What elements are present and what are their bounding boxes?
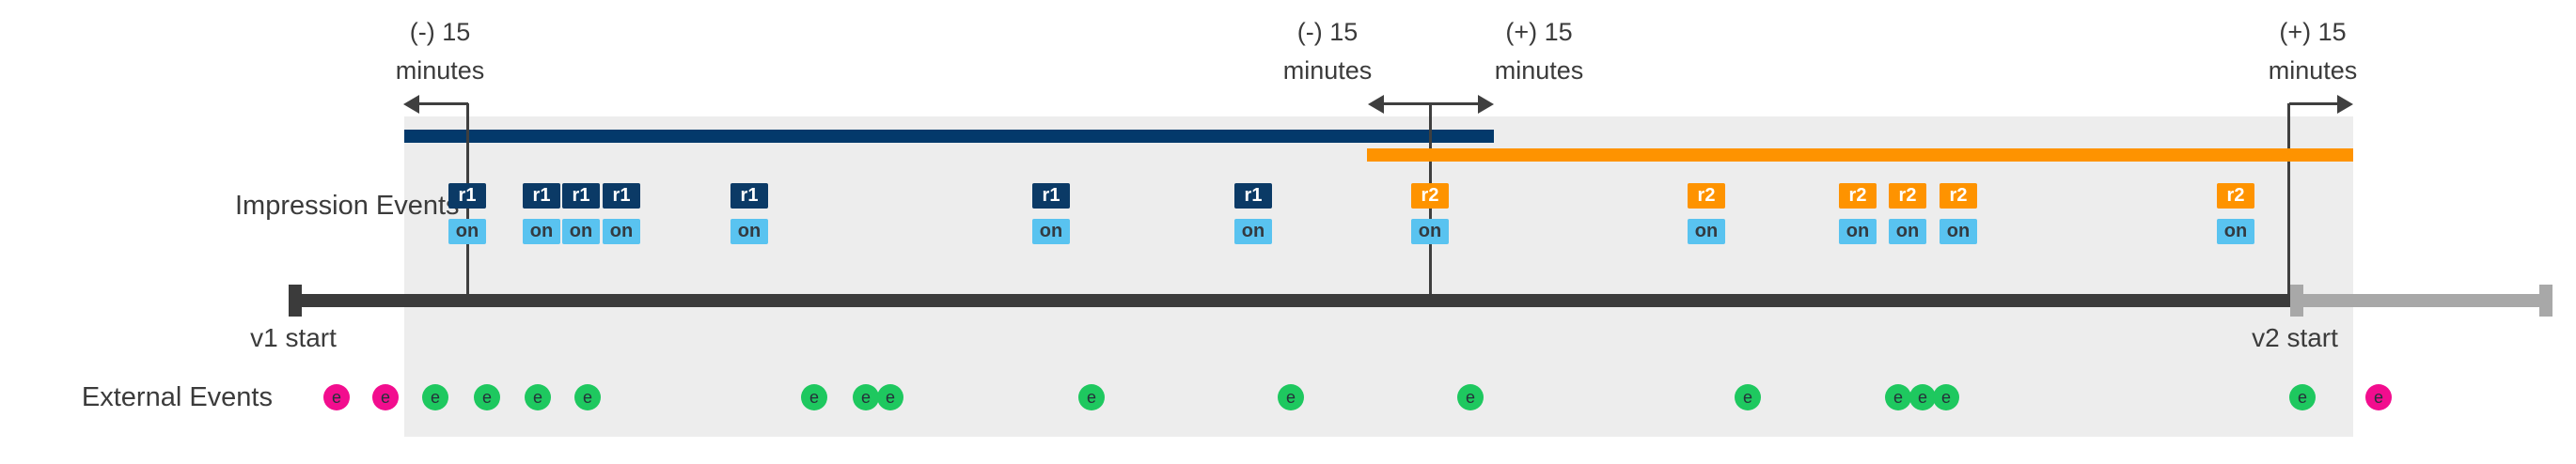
impression-event: r2 on xyxy=(1411,183,1449,244)
impression-on-box: on xyxy=(2217,219,2254,244)
external-event-dot: e xyxy=(422,384,448,410)
impression-event: r1 on xyxy=(448,183,486,244)
minutes-annotation-sign: (-) 15 xyxy=(1296,18,1359,46)
v2-start-cap xyxy=(2290,285,2303,317)
reward-version-box: r2 xyxy=(1688,183,1725,209)
external-event-dot: e xyxy=(574,384,601,410)
impression-on-box: on xyxy=(1032,219,1070,244)
external-event-dot: e xyxy=(474,384,500,410)
impression-event: r1 on xyxy=(523,183,560,244)
impression-event: r2 on xyxy=(1688,183,1725,244)
impression-on-box: on xyxy=(1839,219,1877,244)
impression-on-box: on xyxy=(523,219,560,244)
reward-version-box: r1 xyxy=(562,183,600,209)
reward-version-box: r1 xyxy=(1234,183,1272,209)
minutes-annotation-unit: minutes xyxy=(1494,56,1584,85)
right-arrowhead-icon xyxy=(2337,95,2353,114)
impression-on-box: on xyxy=(730,219,768,244)
external-event-dot: e xyxy=(1933,384,1959,410)
mid-right-arrowhead-icon xyxy=(1478,95,1494,114)
minutes-annotation-unit: minutes xyxy=(1282,56,1373,85)
v2-timeline-bar xyxy=(2291,294,2548,307)
impression-event: r2 on xyxy=(2217,183,2254,244)
impression-on-box: on xyxy=(1889,219,1926,244)
reward-version-box: r1 xyxy=(1032,183,1070,209)
reward-version-box: r2 xyxy=(1411,183,1449,209)
impression-on-box: on xyxy=(603,219,640,244)
minutes-annotation: (+) 15 minutes xyxy=(2200,13,2426,90)
impression-event: r1 on xyxy=(1032,183,1070,244)
impression-event: r1 on xyxy=(1234,183,1272,244)
external-event-dot: e xyxy=(525,384,551,410)
minutes-annotation-sign: (+) 15 xyxy=(2279,18,2347,46)
analysis-window-panel xyxy=(404,116,2353,437)
external-event-dot: e xyxy=(1078,384,1105,410)
v2-start-label: v2 start xyxy=(2252,323,2338,352)
impression-event: r1 on xyxy=(603,183,640,244)
impression-on-box: on xyxy=(448,219,486,244)
v2-end-cap xyxy=(2539,285,2552,317)
external-event-dot: e xyxy=(1735,384,1761,410)
impression-event: r2 on xyxy=(1839,183,1877,244)
impression-event: r2 on xyxy=(1889,183,1926,244)
minutes-annotation-sign: (+) 15 xyxy=(1505,18,1573,46)
reward-version-box: r1 xyxy=(523,183,560,209)
impression-event: r1 on xyxy=(730,183,768,244)
impression-event: r1 on xyxy=(562,183,600,244)
impression-event: r2 on xyxy=(1940,183,1977,244)
left-arrowhead-icon xyxy=(403,95,419,114)
external-event-dot: e xyxy=(323,384,350,410)
minutes-annotation-unit: minutes xyxy=(395,56,485,85)
external-event-dot: e xyxy=(372,384,399,410)
external-event-dot: e xyxy=(1909,384,1936,410)
external-events-label: External Events xyxy=(81,382,273,412)
external-event-dot: e xyxy=(1885,384,1911,410)
external-event-dot: e xyxy=(853,384,879,410)
reward-version-box: r1 xyxy=(730,183,768,209)
impression-events-label: Impression Events xyxy=(235,191,460,221)
minus-15-arrow-line xyxy=(416,102,468,105)
v1-timeline-bar xyxy=(289,294,2291,307)
impression-on-box: on xyxy=(562,219,600,244)
impression-on-box: on xyxy=(1940,219,1977,244)
v1-start-label: v1 start xyxy=(250,323,337,352)
minutes-annotation: (-) 15 minutes xyxy=(327,13,553,90)
reward-version-box: r2 xyxy=(1839,183,1877,209)
reward-version-box: r2 xyxy=(2217,183,2254,209)
impression-on-box: on xyxy=(1411,219,1449,244)
external-event-dot: e xyxy=(2365,384,2392,410)
minutes-annotation: (+) 15 minutes xyxy=(1426,13,1652,90)
external-event-dot: e xyxy=(801,384,827,410)
plus-15-arrow-line xyxy=(2289,102,2341,105)
v2-experiment-duration-bar xyxy=(1367,148,2353,162)
impression-on-box: on xyxy=(1688,219,1725,244)
plus-minus-15-arrow-line xyxy=(1380,102,1482,105)
external-event-dot: e xyxy=(1278,384,1304,410)
minutes-annotation: (-) 15 minutes xyxy=(1215,13,1440,90)
external-event-dot: e xyxy=(877,384,903,410)
mid-left-arrowhead-icon xyxy=(1368,95,1384,114)
impression-on-box: on xyxy=(1234,219,1272,244)
external-event-dot: e xyxy=(1457,384,1484,410)
reward-version-box: r2 xyxy=(1940,183,1977,209)
v1-start-cap xyxy=(289,285,302,317)
reward-version-box: r2 xyxy=(1889,183,1926,209)
v1-experiment-duration-bar xyxy=(404,130,1494,143)
external-event-dot: e xyxy=(2289,384,2316,410)
v2-start-guide-line xyxy=(2287,103,2290,296)
minutes-annotation-sign: (-) 15 xyxy=(409,18,471,46)
reward-version-box: r1 xyxy=(603,183,640,209)
reward-version-box: r1 xyxy=(448,183,486,209)
minutes-annotation-unit: minutes xyxy=(2268,56,2358,85)
